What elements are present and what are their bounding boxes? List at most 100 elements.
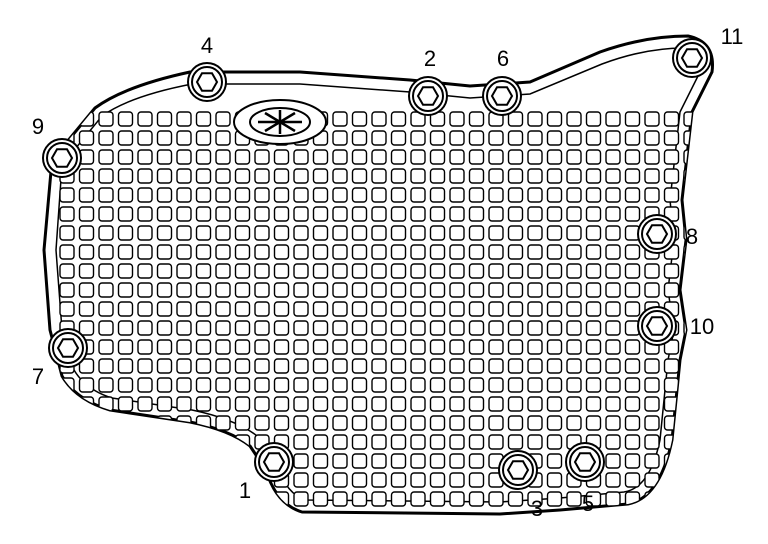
rib-cell [98, 415, 114, 431]
rib-cell [59, 491, 75, 507]
rib-cell [156, 472, 173, 488]
rib-cell [585, 244, 602, 260]
rib-cell [176, 453, 192, 469]
rib-cell [137, 415, 153, 431]
rib-cell [215, 187, 231, 203]
rib-cell [273, 263, 290, 279]
rib-cell [98, 244, 114, 260]
rib-cell [663, 491, 680, 507]
hex-bolt-head-icon [262, 452, 286, 472]
rib-cell [644, 263, 660, 279]
rib-cell [215, 377, 231, 393]
rib-cell [293, 396, 309, 412]
rib-cell [546, 491, 563, 507]
rib-cell [644, 415, 660, 431]
rib-cell [254, 339, 270, 355]
rib-cell [507, 282, 524, 298]
rib-cell [332, 244, 348, 260]
rib-cell [351, 225, 368, 241]
rib-cell [312, 168, 329, 184]
rib-cell [332, 187, 348, 203]
rib-cell [546, 472, 563, 488]
rib-cell [644, 187, 660, 203]
rib-cell [566, 168, 582, 184]
rib-cell [410, 339, 426, 355]
hex-bolt-head-icon [195, 72, 219, 92]
rib-cell [176, 377, 192, 393]
rib-cell [663, 358, 680, 374]
hex-bolt-head-icon [680, 48, 704, 68]
rib-cell [273, 301, 290, 317]
rib-cell [546, 434, 563, 450]
rib-cell [644, 149, 660, 165]
rib-cell [449, 225, 465, 241]
bolt-10 [637, 306, 677, 346]
rib-cell [390, 320, 407, 336]
rib-cell [429, 377, 446, 393]
rib-cell [683, 187, 699, 203]
rib-cell [585, 415, 602, 431]
rib-cell [488, 244, 504, 260]
rib-cell [390, 491, 407, 507]
rib-cell [468, 244, 485, 260]
rib-cell [156, 491, 173, 507]
rib-cell [546, 301, 563, 317]
rib-cell [410, 491, 426, 507]
rib-cell [195, 453, 212, 469]
rib-cell [273, 396, 290, 412]
bolts [42, 38, 712, 490]
rib-cell [683, 339, 699, 355]
rib-cell [137, 111, 153, 127]
rib-cell [117, 168, 134, 184]
rib-cell [351, 358, 368, 374]
rib-cell [98, 206, 114, 222]
rib-cell [585, 111, 602, 127]
rib-cell [351, 472, 368, 488]
rib-cell [410, 415, 426, 431]
rib-cell [332, 206, 348, 222]
rib-cell [546, 263, 563, 279]
rib-cell [254, 206, 270, 222]
rib-cell [215, 453, 231, 469]
rib-cell [137, 206, 153, 222]
rib-cell [195, 282, 212, 298]
rib-cell [78, 206, 95, 222]
bolt-11 [672, 38, 712, 78]
rib-cell [59, 206, 75, 222]
rib-cell [683, 377, 699, 393]
rib-cell [254, 377, 270, 393]
rib-cell [605, 358, 621, 374]
rib-cell [98, 339, 114, 355]
rib-cell [293, 320, 309, 336]
rib-cell [78, 130, 95, 146]
rib-cell [429, 472, 446, 488]
rib-cell [137, 396, 153, 412]
rib-cell [624, 453, 641, 469]
rib-cell [293, 168, 309, 184]
rib-cell [254, 149, 270, 165]
rib-cell [468, 339, 485, 355]
rib-cell [98, 282, 114, 298]
rib-cell [332, 491, 348, 507]
rib-cell [293, 472, 309, 488]
rib-cell [683, 149, 699, 165]
rib-cell [585, 301, 602, 317]
rib-cell [293, 225, 309, 241]
rib-cell [215, 396, 231, 412]
rib-cell [546, 111, 563, 127]
rib-cell [215, 301, 231, 317]
rib-cell [234, 396, 251, 412]
rib-cell [59, 282, 75, 298]
rib-cell [390, 472, 407, 488]
rib-cell [527, 491, 543, 507]
rib-cell [312, 301, 329, 317]
rib-cell [351, 320, 368, 336]
rib-cell [332, 377, 348, 393]
rib-cell [312, 263, 329, 279]
rib-cell [605, 130, 621, 146]
rib-cell [234, 244, 251, 260]
rib-cell [449, 282, 465, 298]
rib-cell [663, 339, 680, 355]
rib-cell [566, 377, 582, 393]
rib-cell [468, 187, 485, 203]
